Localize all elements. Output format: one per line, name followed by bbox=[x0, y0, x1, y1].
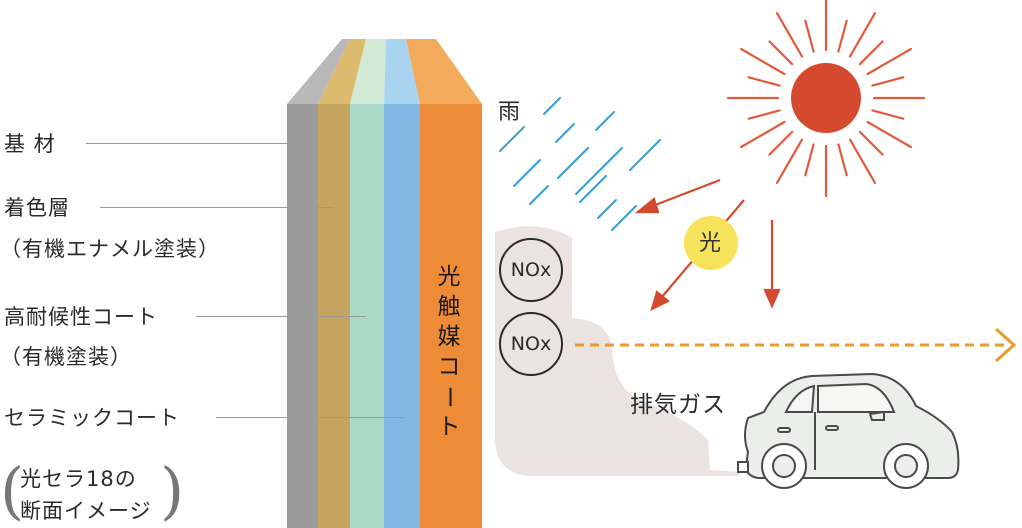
caption-line-1: 光セラ18の bbox=[20, 467, 137, 491]
label-nox-top: NOx bbox=[510, 259, 552, 281]
photocatalyst-layer bbox=[420, 104, 482, 528]
rain-icon bbox=[499, 97, 661, 231]
weather-coat-top bbox=[350, 39, 386, 104]
light-circle bbox=[684, 216, 738, 270]
leader-weather-coat bbox=[196, 316, 366, 317]
caption-bracket-close: ) bbox=[160, 454, 185, 527]
photocatalyst-char: 触 bbox=[437, 294, 461, 320]
sun-ray bbox=[739, 47, 786, 76]
ceramic-coat-layer bbox=[384, 104, 420, 528]
sun-ray bbox=[775, 138, 804, 184]
sun-icon bbox=[726, 0, 926, 198]
substrate-top bbox=[287, 39, 350, 104]
photocatalyst-char: ト bbox=[437, 414, 461, 440]
sun-ray bbox=[739, 120, 786, 149]
label-color-layer: 着色層 bbox=[4, 196, 70, 220]
leader-substrate bbox=[86, 143, 304, 144]
leader-ceramic-coat bbox=[216, 417, 404, 418]
nox-circle-top bbox=[499, 238, 563, 302]
label-substrate: 基 材 bbox=[4, 132, 56, 156]
photocatalyst-char: ー bbox=[436, 385, 462, 409]
sun-ray bbox=[858, 40, 884, 66]
sun-ray bbox=[866, 120, 913, 149]
sun-ray bbox=[871, 109, 905, 120]
sun-ray bbox=[747, 76, 781, 87]
sun-ray bbox=[804, 143, 815, 177]
photocatalyst-char: 光 bbox=[437, 264, 461, 290]
sun-ray bbox=[837, 143, 848, 177]
photocatalyst-top bbox=[406, 39, 482, 104]
nox-circle-bottom bbox=[499, 312, 563, 376]
sun-ray bbox=[871, 76, 905, 87]
leader-color-layer bbox=[100, 207, 334, 208]
car-icon bbox=[737, 372, 960, 489]
label-rain: 雨 bbox=[498, 100, 522, 125]
caption-bracket-open: ( bbox=[0, 454, 25, 527]
sun-ray bbox=[848, 138, 877, 184]
sun-ray bbox=[775, 12, 804, 58]
photocatalyst-char: 媒 bbox=[437, 324, 461, 350]
sun-ray bbox=[837, 19, 848, 53]
dashed-arrow-head bbox=[995, 327, 1017, 363]
sun-ray bbox=[747, 109, 781, 120]
caption-line-2: 断面イメージ bbox=[20, 499, 152, 523]
label-color-layer-sub: （有機エナメル塗装） bbox=[0, 237, 220, 261]
sun-ray bbox=[866, 47, 913, 76]
label-photocatalyst: 光 触 媒 コ ー ト bbox=[434, 262, 464, 442]
sun-ray bbox=[804, 19, 815, 53]
photocatalyst-char: コ bbox=[437, 354, 461, 380]
label-exhaust: 排気ガス bbox=[630, 392, 726, 418]
label-weather-coat-sub: （有機塗装） bbox=[0, 345, 132, 369]
sun-ray bbox=[768, 130, 794, 156]
sun-ray bbox=[858, 130, 884, 156]
label-ceramic-coat: セラミックコート bbox=[4, 406, 180, 430]
label-nox-bottom: NOx bbox=[510, 333, 552, 355]
sun-ray bbox=[768, 40, 794, 66]
sun-ray bbox=[848, 12, 877, 58]
label-weather-coat: 高耐候性コート bbox=[4, 305, 158, 329]
ceramic-coat-top bbox=[384, 39, 420, 104]
label-light: 光 bbox=[699, 231, 723, 256]
